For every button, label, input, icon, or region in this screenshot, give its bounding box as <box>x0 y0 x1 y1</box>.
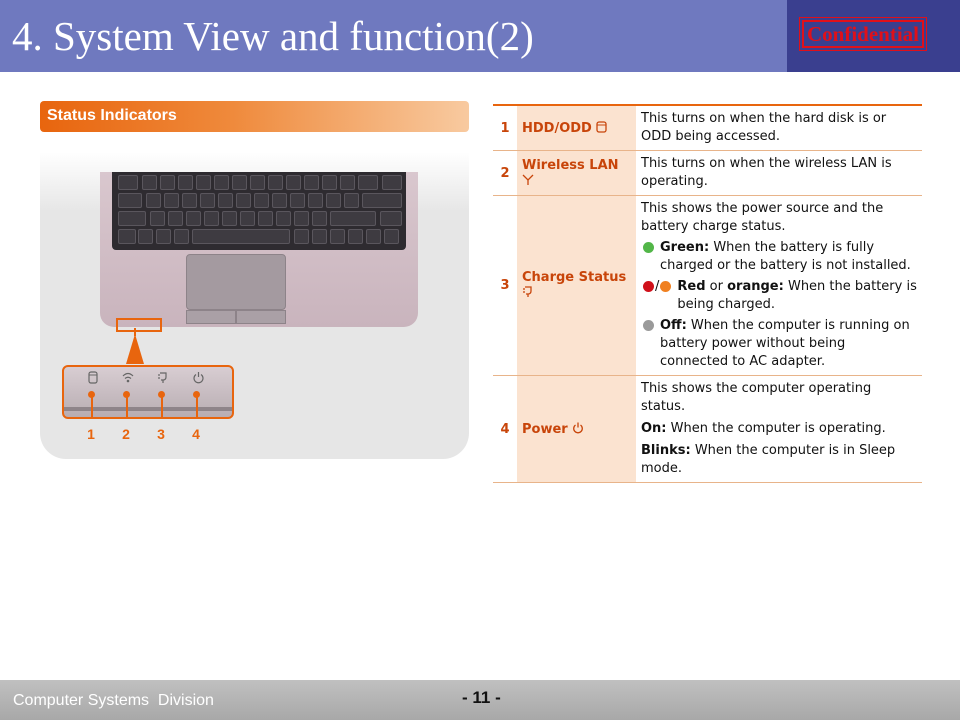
page-number: - 11 - <box>462 688 501 707</box>
page-title: 4. System View and function(2) <box>12 13 534 59</box>
row-name: HDD/ODD <box>522 120 592 136</box>
row-number: 4 <box>493 375 517 483</box>
touchpad-right-button <box>236 310 286 324</box>
row-name: Wireless LAN <box>522 157 619 173</box>
wireless-antenna-icon <box>522 174 534 185</box>
green-dot-icon <box>643 242 654 253</box>
laptop-palmrest <box>100 172 418 332</box>
footer-bar: Computer Systems Division - 11 - <box>0 680 960 720</box>
row-name-cell: HDD/ODD <box>517 105 636 151</box>
indicator-strip-highlight <box>116 318 162 332</box>
power-icon <box>191 371 205 385</box>
table-row: 1 HDD/ODD This turns on when the hard di… <box>493 105 922 151</box>
row-name-cell: Wireless LAN <box>517 150 636 196</box>
charge-plug-icon <box>523 285 532 297</box>
callout-number-3: 3 <box>157 426 165 442</box>
table-row: 3 Charge Status This shows the power sou… <box>493 195 922 376</box>
confidential-area: Confidential <box>787 0 960 72</box>
power-status-blinks: Blinks: When the computer is in Sleep mo… <box>641 443 896 476</box>
hdd-icon <box>86 371 100 385</box>
row-description: This turns on when the hard disk is or O… <box>636 105 922 151</box>
red-dot-icon <box>643 281 654 292</box>
status-bullet-green: Green: When the battery is fully charged… <box>641 239 917 275</box>
row-name: Power <box>522 421 568 437</box>
status-indicators-header: Status Indicators <box>40 101 469 132</box>
charge-plug-icon <box>156 371 170 385</box>
touchpad-left-button <box>186 310 236 324</box>
row-number: 3 <box>493 195 517 376</box>
title-bar: 4. System View and function(2) Confident… <box>0 0 960 72</box>
status-indicator-table: 1 HDD/ODD This turns on when the hard di… <box>493 104 922 483</box>
row-name: Charge Status <box>522 269 627 285</box>
touchpad <box>186 254 286 310</box>
status-indicators-heading: Status Indicators <box>47 107 177 124</box>
row-description-cell: This shows the power source and the batt… <box>636 195 922 376</box>
keyboard <box>112 172 406 250</box>
orange-dot-icon <box>660 281 672 292</box>
callout-pointer <box>126 334 144 364</box>
row-description: This shows the computer operating status… <box>641 381 872 414</box>
table-row: 4 Power This shows the computer operatin… <box>493 375 922 483</box>
laptop-illustration: 1 2 3 4 <box>40 152 469 459</box>
row-number: 2 <box>493 150 517 196</box>
hdd-icon <box>596 120 608 133</box>
status-bullet-off: Off: When the computer is running on bat… <box>641 317 917 371</box>
row-description: This shows the power source and the batt… <box>641 201 884 234</box>
table-row: 2 Wireless LAN This turns on when the wi… <box>493 150 922 196</box>
power-status-on: On: When the computer is operating. <box>641 421 886 436</box>
callout-number-2: 2 <box>122 426 130 442</box>
row-description: This turns on when the wireless LAN is o… <box>636 150 922 196</box>
footer-division: Computer Systems Division <box>13 692 214 709</box>
callout-dot <box>158 391 165 398</box>
callout-dot <box>193 391 200 398</box>
power-icon <box>573 422 584 433</box>
row-name-cell: Charge Status <box>517 195 636 376</box>
row-description-cell: This shows the computer operating status… <box>636 375 922 483</box>
callout-dot <box>88 391 95 398</box>
callout-number-1: 1 <box>87 426 95 442</box>
grey-dot-icon <box>643 320 654 331</box>
status-bullet-red-orange: / Red or orange: When the battery is bei… <box>641 278 917 314</box>
wireless-icon <box>121 371 135 385</box>
confidential-stamp: Confidential <box>798 17 928 51</box>
callout-dot <box>123 391 130 398</box>
row-number: 1 <box>493 105 517 151</box>
callout-number-4: 4 <box>192 426 200 442</box>
row-name-cell: Power <box>517 375 636 483</box>
